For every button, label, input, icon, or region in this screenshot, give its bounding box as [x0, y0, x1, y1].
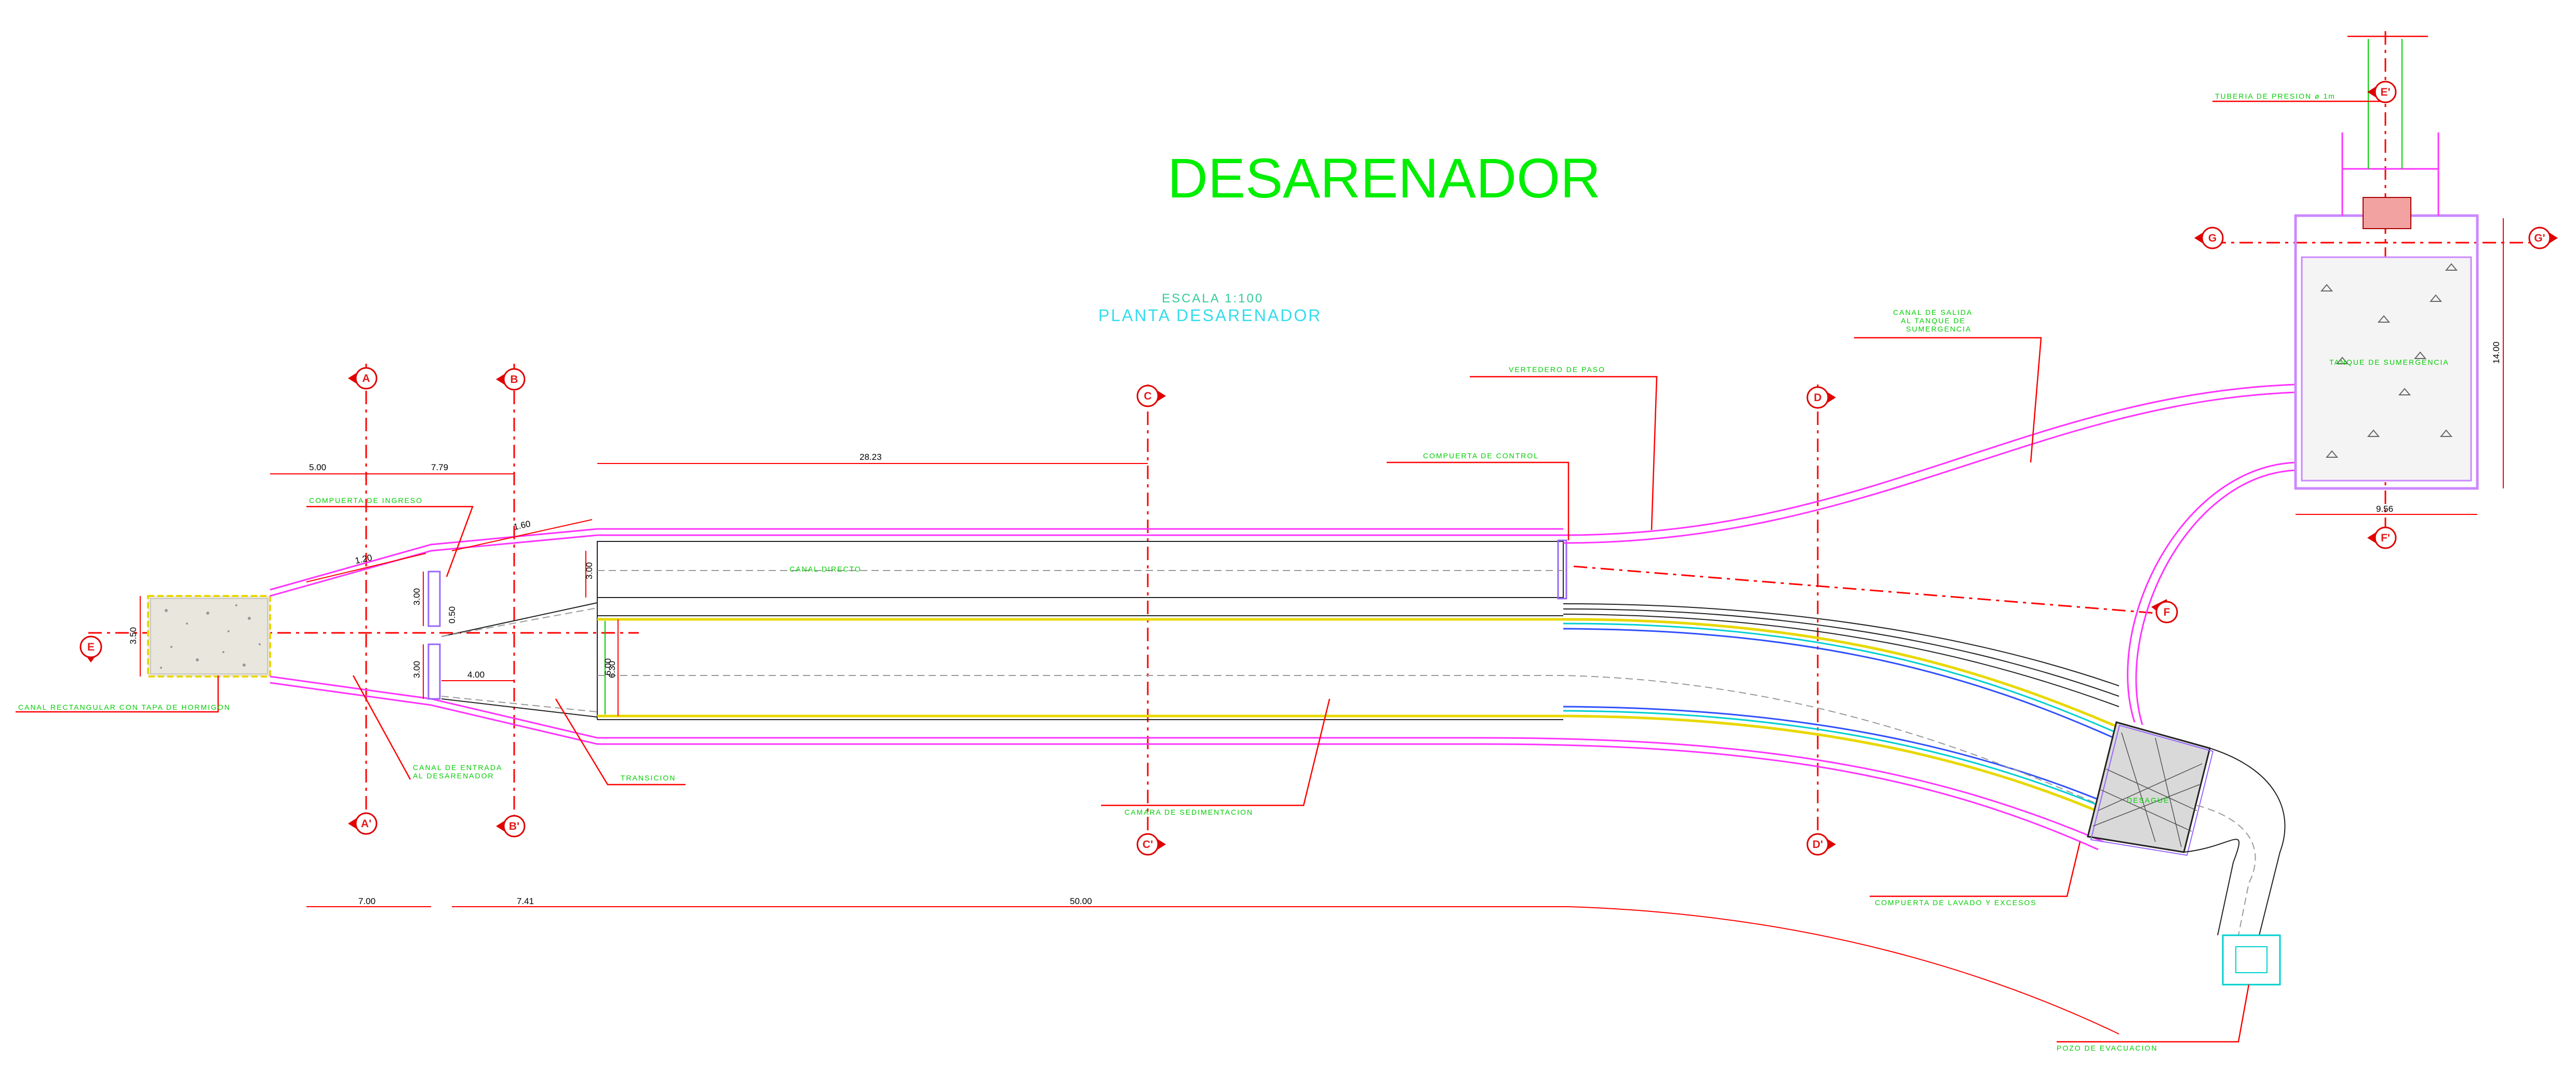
- dimension-texts: 5.00 7.79 28.23 1.20 1.60 3.50 3.00 0.50…: [128, 341, 2501, 906]
- channel-walls: [270, 528, 2104, 851]
- section-marker-top-axis: E': [2367, 81, 2397, 103]
- label-canal-directo: CANAL DIRECTO: [789, 565, 862, 573]
- outlet-channel: [1563, 383, 2296, 725]
- section-marker-g1: G: [2194, 227, 2224, 249]
- section-marker-g2: G': [2528, 227, 2558, 249]
- rectangular-inlet-channel: [147, 595, 271, 678]
- component-labels: CANAL RECTANGULAR CON TAPA DE HORMIGON C…: [18, 92, 2449, 1052]
- section-marker-c1: C: [1136, 384, 1166, 407]
- section-marker-b2: B': [496, 815, 526, 838]
- label-compuerta-lavado: COMPUERTA DE LAVADO Y EXCESOS: [1875, 898, 2037, 907]
- svg-text:G: G: [2208, 232, 2217, 244]
- section-marker-a2: A': [348, 812, 378, 835]
- plan-label: PLANTA DESARENADOR: [1098, 306, 1322, 325]
- svg-text:C': C': [1143, 839, 1153, 851]
- section-marker-c2: C': [1136, 833, 1166, 856]
- svg-text:B: B: [510, 374, 518, 386]
- scale-label: ESCALA 1:100: [1162, 291, 1264, 306]
- svg-text:D: D: [1814, 392, 1821, 404]
- svg-text:3.00: 3.00: [412, 661, 422, 678]
- leader-lines: [16, 86, 2390, 1043]
- svg-text:3.00: 3.00: [584, 562, 594, 579]
- label-canal-salida-3: SUMERGENCIA: [1906, 325, 1971, 333]
- label-compuerta-ingreso: COMPUERTA DE INGRESO: [309, 496, 423, 505]
- svg-text:B': B': [509, 820, 519, 832]
- svg-text:D': D': [1813, 839, 1823, 851]
- svg-text:4.00: 4.00: [467, 670, 485, 680]
- svg-text:A': A': [361, 818, 371, 830]
- svg-text:G': G': [2534, 232, 2545, 244]
- svg-text:F': F': [2381, 532, 2390, 544]
- svg-text:7.79: 7.79: [431, 462, 448, 472]
- svg-text:5.00: 5.00: [309, 462, 326, 472]
- section-marker-e1: E: [79, 635, 102, 662]
- section-marker-d2: D': [1806, 833, 1836, 856]
- sedimentation-bands: [597, 570, 2125, 817]
- svg-text:28.23: 28.23: [860, 452, 882, 462]
- svg-text:7.00: 7.00: [358, 896, 375, 906]
- svg-text:F: F: [2164, 606, 2170, 618]
- label-canal-salida-2: AL TANQUE DE: [1901, 316, 1966, 325]
- label-tanque-sumergencia: TANQUE DE SUMERGENCIA: [2329, 358, 2449, 366]
- label-canal-entrada-1: CANAL DE ENTRADA: [413, 763, 502, 772]
- label-canal-salida-1: CANAL DE SALIDA: [1893, 308, 1973, 316]
- label-tuberia-presion: TUBERIA DE PRESION ø 1m: [2215, 92, 2336, 100]
- label-transicion: TRANSICION: [621, 774, 676, 782]
- svg-text:6.30: 6.30: [607, 661, 617, 678]
- svg-text:7.41: 7.41: [517, 896, 534, 906]
- section-marker-bottom-axis: F': [2367, 526, 2397, 549]
- svg-text:A: A: [362, 373, 370, 384]
- svg-text:9.56: 9.56: [2376, 504, 2393, 514]
- svg-text:E: E: [87, 641, 95, 653]
- svg-text:E': E': [2380, 86, 2390, 98]
- submergence-tank: [2294, 35, 2479, 490]
- svg-text:0.50: 0.50: [447, 606, 457, 624]
- dimension-lines: [140, 218, 2504, 1035]
- svg-text:3.50: 3.50: [128, 627, 138, 644]
- section-marker-a1: A: [348, 367, 378, 390]
- label-canal-rectangular: CANAL RECTANGULAR CON TAPA DE HORMIGON: [18, 703, 231, 711]
- label-desague: DESAGUE: [2127, 796, 2169, 804]
- label-camara-sedimentacion: CAMARA DE SEDIMENTACION: [1124, 808, 1253, 816]
- drawing-title: DESARENADOR: [1168, 147, 1601, 209]
- svg-text:3.00: 3.00: [412, 588, 422, 605]
- svg-text:14.00: 14.00: [2491, 341, 2501, 364]
- section-marker-f1: F: [2151, 599, 2178, 624]
- section-markers: A B C D E F G A': [79, 81, 2558, 856]
- section-marker-b1: B: [496, 368, 526, 391]
- label-canal-entrada-2: AL DESARENADOR: [413, 772, 494, 780]
- svg-text:1.20: 1.20: [354, 552, 373, 565]
- svg-text:1.60: 1.60: [513, 519, 531, 532]
- svg-text:C: C: [1144, 390, 1151, 402]
- label-pozo-evacuacion: POZO DE EVACUACION: [2057, 1044, 2157, 1052]
- label-vertedero-paso: VERTEDERO DE PASO: [1509, 365, 1605, 374]
- label-compuerta-control: COMPUERTA DE CONTROL: [1423, 452, 1539, 460]
- flushing-gate-structure: [2087, 721, 2286, 986]
- svg-text:6.00: 6.00: [603, 658, 613, 675]
- section-marker-d1: D: [1806, 386, 1836, 409]
- svg-text:50.00: 50.00: [1070, 896, 1092, 906]
